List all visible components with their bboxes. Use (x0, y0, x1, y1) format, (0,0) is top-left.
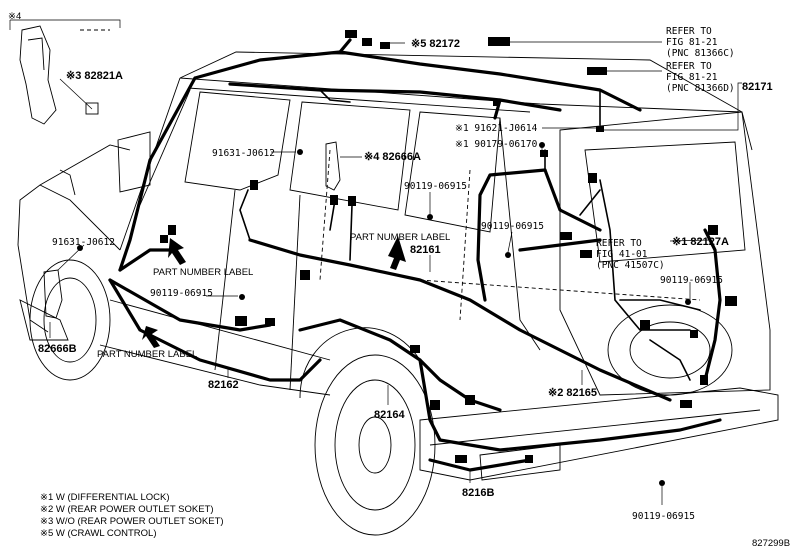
callout-82666a: ※4 82666A (364, 151, 421, 163)
callout-82164: 82164 (374, 409, 405, 421)
refer-2-line-1: REFER TO (666, 61, 712, 72)
callout-82172: ※5 82172 (411, 38, 460, 50)
callout-labels: ※4 ※5 82172 ※3 82821A ※4 82666A 91631-J0… (8, 11, 773, 522)
callout-91631-left: 91631-J0612 (52, 237, 115, 248)
part-label-c: PART NUMBER LABEL (97, 349, 197, 360)
callout-90119-e: 90119-06915 (632, 511, 695, 522)
label-arrows (142, 236, 406, 348)
callout-82127a: ※1 82127A (672, 236, 729, 248)
refer-1-line-3: (PNC 81366C) (666, 48, 735, 59)
refer-3-line-2: FIG 41-01 (596, 249, 648, 260)
connectors (77, 30, 737, 486)
part-number-labels: PART NUMBER LABEL PART NUMBER LABEL PART… (97, 232, 450, 360)
part-label-a: PART NUMBER LABEL (153, 267, 253, 278)
callout-91621: ※1 91621-J0614 (455, 123, 538, 134)
callout-90119-d: 90119-06915 (660, 275, 723, 286)
footnote-3: ※3 W/O (REAR POWER OUTLET SOKET) (40, 516, 224, 527)
footnote-1: ※1 W (DIFFERENTIAL LOCK) (40, 492, 170, 503)
callout-82162: 82162 (208, 379, 239, 391)
callout-90119-c: 90119-06915 (150, 288, 213, 299)
back-door-harness (579, 179, 722, 382)
diagram-id: 827299B (752, 538, 790, 549)
refer-3-line-3: (PNC 41507C) (596, 260, 665, 271)
callout-82821a: ※3 82821A (66, 70, 123, 82)
part-label-b: PART NUMBER LABEL (350, 232, 450, 243)
callout-82168: 8216B (462, 487, 494, 499)
refer-3-line-1: REFER TO (596, 238, 642, 249)
callout-90119-b: 90119-06915 (481, 221, 544, 232)
callout-90179: ※1 90179-06170 (455, 139, 538, 150)
bracket-82666a (325, 141, 341, 191)
refer-2-line-2: FIG 81-21 (666, 72, 718, 83)
callout-90119-a: 90119-06915 (404, 181, 467, 192)
callout-91631-top: 91631-J0612 (212, 148, 275, 159)
refer-1-line-1: REFER TO (666, 26, 712, 37)
bracket-82666b (43, 269, 63, 319)
refer-labels: REFER TO FIG 81-21 (PNC 81366C) REFER TO… (596, 26, 735, 271)
callout-82161: 82161 (410, 244, 441, 256)
a-pillar-harness (118, 76, 197, 272)
leader-lines (9, 19, 742, 505)
marker-4-label: ※4 (8, 11, 21, 22)
footnote-2: ※2 W (REAR POWER OUTLET SOKET) (40, 504, 214, 515)
roof-harness (193, 38, 642, 126)
footnote-4: ※5 W (CRAWL CONTROL) (40, 528, 157, 539)
footnotes: ※1 W (DIFFERENTIAL LOCK) ※2 W (REAR POWE… (40, 492, 224, 539)
vehicle-body (17, 29, 779, 536)
refer-2-line-3: (PNC 81366D) (666, 83, 735, 94)
callout-82171: 82171 (742, 81, 773, 93)
bracket-82821a (19, 25, 99, 125)
refer-1-line-2: FIG 81-21 (666, 37, 718, 48)
callout-82666b: 82666B (38, 343, 77, 355)
callout-82165: ※2 82165 (548, 387, 597, 399)
